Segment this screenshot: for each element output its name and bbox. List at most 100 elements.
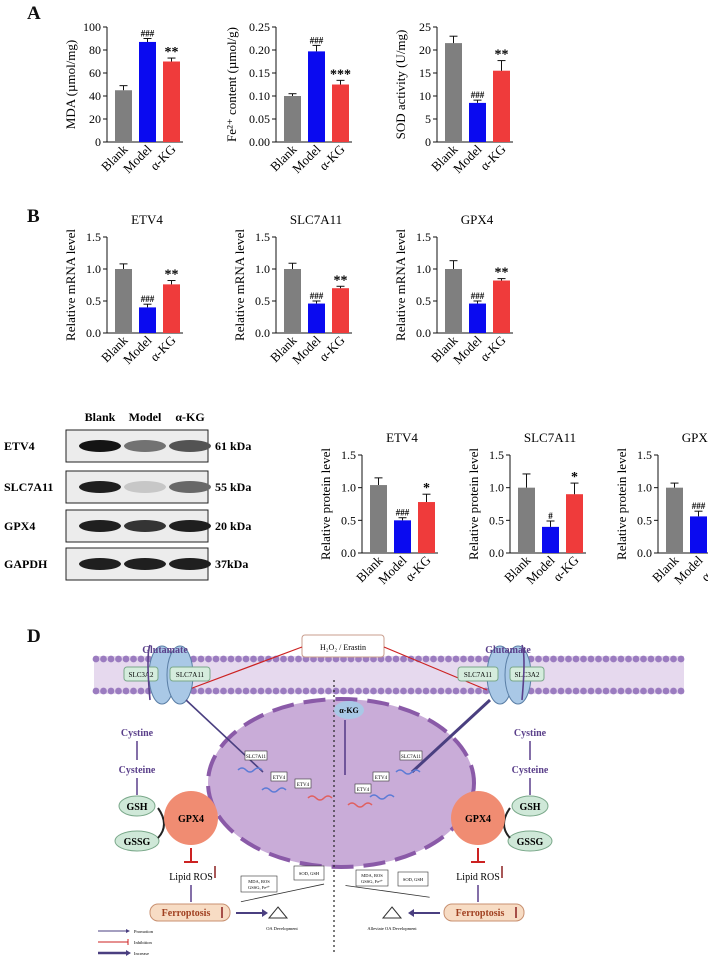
svg-text:SOD, GSH: SOD, GSH <box>299 871 320 877</box>
blot-band <box>124 520 166 532</box>
bar-α-KG <box>566 494 583 553</box>
y-tick-label: 80 <box>89 43 101 57</box>
bar-Model <box>394 520 411 553</box>
lane-label: α-KG <box>175 410 204 424</box>
chart-title: GPX4 <box>461 212 494 227</box>
y-tick-label: 0.0 <box>637 546 652 560</box>
svg-text:GSSG, Fe²⁺: GSSG, Fe²⁺ <box>361 879 384 885</box>
blot-band <box>169 558 211 570</box>
svg-text:Cysteine: Cysteine <box>512 765 549 776</box>
y-tick-label: 0.00 <box>249 135 270 149</box>
svg-text:GSSG: GSSG <box>124 837 151 848</box>
inducer-label: H₂O₂ / Erastin <box>320 643 366 652</box>
inhibit-line-left <box>186 646 303 691</box>
svg-text:Cysteine: Cysteine <box>119 765 156 776</box>
protein-label: SLC7A11 <box>4 480 53 494</box>
svg-text:Cystine: Cystine <box>121 728 154 739</box>
y-tick-label: 60 <box>89 66 101 80</box>
bar-α-KG <box>163 61 180 142</box>
y-tick-label: 0.5 <box>86 294 101 308</box>
y-axis-label: Relative protein level <box>466 448 481 560</box>
significance-label: ### <box>396 508 410 518</box>
category-label: α-KG <box>477 333 509 365</box>
protein-label: GAPDH <box>4 557 48 571</box>
lane-label: Model <box>129 410 162 424</box>
svg-text:ETV4: ETV4 <box>297 783 310 788</box>
significance-label: ** <box>495 48 509 63</box>
chart-title: ETV4 <box>131 212 163 227</box>
y-tick-label: 20 <box>89 112 101 126</box>
chart-title: SLC7A11 <box>290 212 342 227</box>
blot-band <box>169 481 211 493</box>
y-tick-label: 0.10 <box>249 89 270 103</box>
bar-Blank <box>284 96 301 142</box>
y-axis-label: Relative protein level <box>614 448 629 560</box>
svg-text:ETV4: ETV4 <box>273 776 286 781</box>
category-label: α-KG <box>147 333 179 365</box>
protein-label: GPX4 <box>4 519 35 533</box>
category-label: α-KG <box>316 142 348 174</box>
y-tick-label: 1.5 <box>86 230 101 244</box>
chart-title: ETV4 <box>386 430 418 445</box>
y-tick-label: 0.0 <box>341 546 356 560</box>
y-tick-label: 1.5 <box>489 448 504 462</box>
significance-label: *** <box>330 67 351 82</box>
significance-label: ### <box>141 29 155 39</box>
panel-label-d: D <box>27 626 41 647</box>
y-tick-label: 0 <box>95 135 101 149</box>
y-tick-label: 0.5 <box>341 513 356 527</box>
svg-text:SLC7A11: SLC7A11 <box>401 755 422 760</box>
svg-text:GSH: GSH <box>126 802 147 813</box>
y-tick-label: 0.5 <box>255 294 270 308</box>
lane-label: Blank <box>85 410 116 424</box>
blot-band <box>79 520 121 532</box>
svg-text:OA Development: OA Development <box>266 926 298 931</box>
kda-label: 37kDa <box>215 557 248 571</box>
legend-promotion: Promotion <box>134 929 154 934</box>
significance-label: ** <box>334 273 348 288</box>
glutamate-left: Glutamate <box>142 645 188 656</box>
legend-increase: Increase <box>134 951 149 956</box>
y-tick-label: 0.5 <box>637 513 652 527</box>
bar-Blank <box>115 269 132 333</box>
y-tick-label: 1.0 <box>416 262 431 276</box>
pathway-left: Cystine Cysteine GSH GSSG GPX4 Lipid ROS… <box>114 728 325 931</box>
y-tick-label: 10 <box>419 89 431 103</box>
blot-band <box>124 440 166 452</box>
akg-label: α-KG <box>339 706 359 715</box>
y-tick-label: 1.5 <box>416 230 431 244</box>
y-tick-label: 1.5 <box>341 448 356 462</box>
y-tick-label: 15 <box>419 66 431 80</box>
y-axis-label: Fe²⁺ content (µmol/g) <box>224 27 239 142</box>
significance-label: ### <box>692 501 706 511</box>
bar-α-KG <box>418 502 435 553</box>
svg-text:ETV4: ETV4 <box>375 776 388 781</box>
bar-α-KG <box>332 288 349 333</box>
bar-Blank <box>445 269 462 333</box>
transporter-left: SLC3A2 SLC7A11 <box>123 645 211 705</box>
bar-Blank <box>115 90 132 142</box>
blot-band <box>79 481 121 493</box>
y-tick-label: 1.0 <box>86 262 101 276</box>
svg-text:Lipid ROS: Lipid ROS <box>169 872 213 883</box>
significance-label: * <box>423 481 430 496</box>
kda-label: 61 kDa <box>215 439 251 453</box>
svg-text:SOD, GSH: SOD, GSH <box>403 877 424 883</box>
slc7a11-left: SLC7A11 <box>176 671 205 679</box>
svg-text:Cystine: Cystine <box>514 728 547 739</box>
y-tick-label: 0.0 <box>489 546 504 560</box>
bar-α-KG <box>163 284 180 333</box>
blot-band <box>169 520 211 532</box>
significance-label: * <box>571 470 578 485</box>
mechanism-diagram: H₂O₂ / Erastin SLC3A2 SLC7A11 SLC7A11 SL… <box>92 634 685 956</box>
category-label: α-KG <box>477 142 509 174</box>
nucleus <box>206 697 476 869</box>
significance-label: ### <box>471 90 485 100</box>
category-label: α-KG <box>550 553 582 585</box>
y-tick-label: 0.0 <box>86 326 101 340</box>
significance-label: ### <box>471 291 485 301</box>
